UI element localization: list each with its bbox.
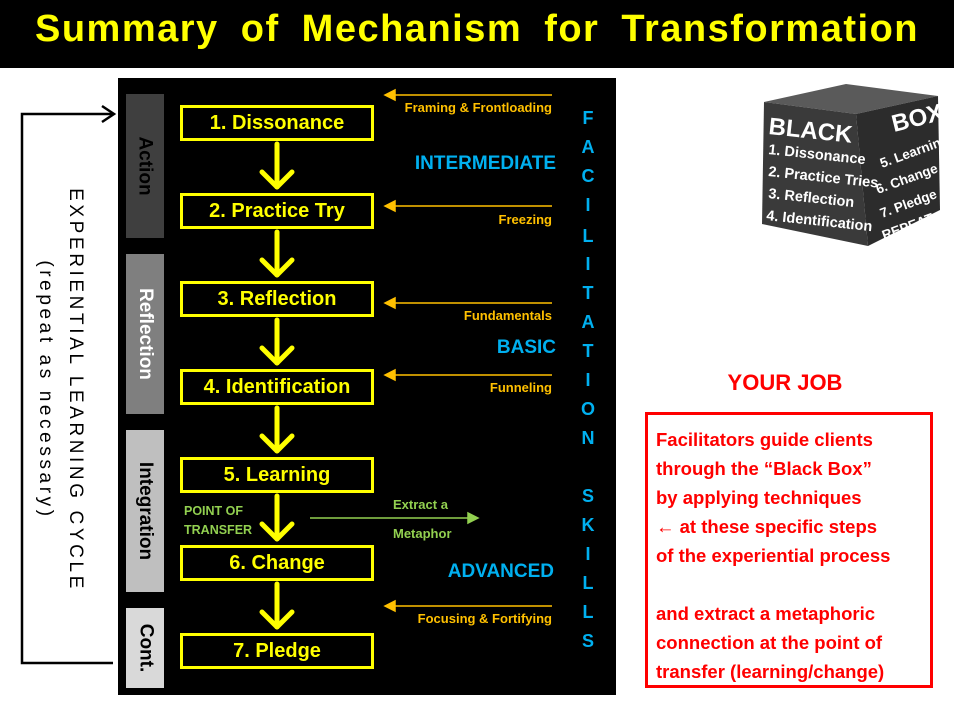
down-arrow [259, 493, 295, 542]
job-line: by applying techniques [656, 487, 862, 508]
step-reflection: 3. Reflection [180, 281, 374, 317]
skills-letter: S [581, 486, 594, 506]
technique-label: Freezing [498, 212, 552, 227]
step-dissonance: 1. Dissonance [180, 105, 374, 141]
level-intermediate: INTERMEDIATE [414, 153, 556, 174]
job-line: transfer (learning/change) [656, 661, 885, 682]
facilitation-letter: O [580, 399, 595, 419]
skills-letter: S [581, 631, 594, 651]
skills-letter: K [581, 515, 595, 535]
facilitation-letter: T [582, 283, 594, 303]
technique-arrow [383, 296, 552, 310]
your-job-box: Facilitators guide clients through the “… [645, 412, 933, 688]
learning-cycle-label: EXPERIENTIAL LEARNING CYCLE (repeat as n… [25, 160, 95, 620]
cycle-line: (repeat as necessary) [35, 260, 57, 520]
extract-line-2: Metaphor [393, 526, 452, 541]
step-identification: 4. Identification [180, 369, 374, 405]
phase-integration: Integration [126, 430, 164, 592]
facilitation-letter: I [585, 370, 591, 390]
extract-line-1: Extract a [393, 497, 448, 512]
step-change: 6. Change [180, 545, 374, 581]
phase-cont: Cont. [126, 608, 164, 688]
technique-arrow [383, 368, 552, 382]
step-learning: 5. Learning [180, 457, 374, 493]
black-box-cube: BLACK BOX 1. Dissonance 2. Practice Trie… [762, 84, 948, 246]
down-arrow [259, 141, 295, 190]
facilitation-letter: T [582, 341, 594, 361]
job-line: Facilitators guide clients [656, 429, 873, 450]
your-job-title: YOUR JOB [727, 370, 843, 395]
facilitation-letter: A [581, 312, 595, 332]
title-bar [0, 0, 954, 68]
job-line: of the experiential process [656, 545, 891, 566]
page-title: Summary of Mechanism for Transformation [35, 8, 919, 50]
down-arrow [259, 405, 295, 454]
transfer-line: TRANSFER [184, 523, 253, 537]
point-of-transfer: POINT OF TRANSFER [184, 502, 252, 540]
facilitation-letter: F [582, 108, 594, 128]
technique-label: Fundamentals [463, 308, 552, 323]
facilitation-letter: N [581, 428, 595, 448]
down-arrow [259, 581, 295, 630]
job-line: through the “Black Box” [656, 458, 872, 479]
cycle-loop [20, 104, 117, 665]
down-arrow [259, 317, 295, 366]
technique-label: Framing & Frontloading [404, 100, 552, 115]
facilitation-letter: C [581, 166, 595, 186]
technique-arrow [383, 199, 552, 213]
skills-letter: L [582, 602, 594, 622]
skills-letter: L [582, 573, 594, 593]
skills-letter: I [585, 544, 591, 564]
technique-label: Focusing & Fortifying [417, 611, 552, 626]
transfer-line: POINT OF [184, 504, 244, 518]
down-arrow [259, 229, 295, 278]
facilitation-letter: I [585, 254, 591, 274]
job-line-spacer [656, 570, 922, 599]
level-advanced: ADVANCED [447, 561, 554, 582]
technique-arrow [383, 599, 552, 613]
facilitation-letter: I [585, 195, 591, 215]
level-basic: BASIC [496, 337, 556, 358]
job-line: ← at these specific steps [656, 516, 878, 537]
cycle-line: EXPERIENTIAL LEARNING CYCLE [65, 188, 87, 592]
step-practice-try: 2. Practice Try [180, 193, 374, 229]
technique-arrow [383, 88, 552, 102]
phase-action: Action [126, 94, 164, 238]
technique-label: Funneling [489, 380, 552, 395]
metaphor-arrow [310, 511, 480, 525]
phase-reflection: Reflection [126, 254, 164, 414]
mechanism-panel [118, 78, 616, 695]
job-line: connection at the point of [656, 632, 883, 653]
step-pledge: 7. Pledge [180, 633, 374, 669]
facilitation-letter: A [581, 137, 595, 157]
facilitation-letter: L [582, 226, 594, 246]
job-line: and extract a metaphoric [656, 603, 875, 624]
